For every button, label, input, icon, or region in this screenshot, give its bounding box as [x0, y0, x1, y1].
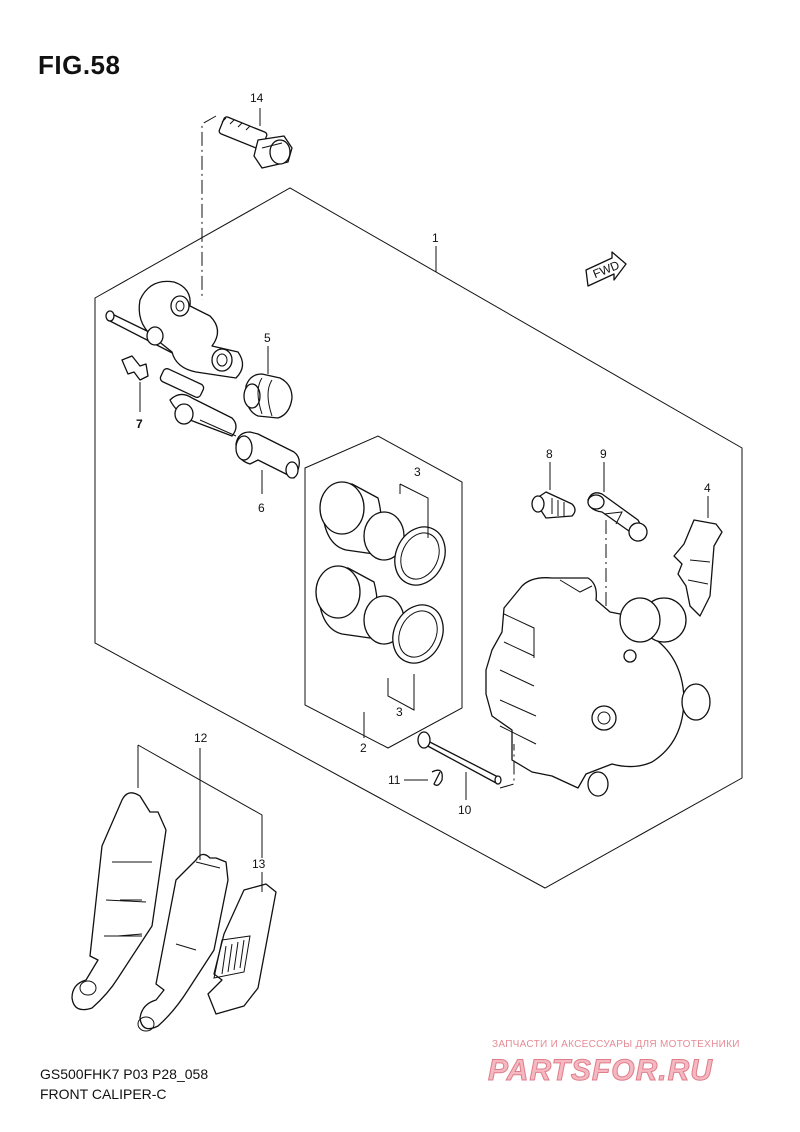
- sleeve-pin-part-6[interactable]: [235, 431, 300, 479]
- bolt-part-14[interactable]: [218, 116, 293, 169]
- callout-3-upper: 3: [414, 465, 421, 479]
- callout-8: 8: [546, 447, 553, 461]
- brake-pad-part-12[interactable]: [71, 792, 167, 1011]
- piston-set-outline-box: [304, 435, 463, 749]
- figure-title: FIG.58: [38, 50, 121, 80]
- callout-4: 4: [704, 481, 711, 495]
- brake-pad-2[interactable]: [137, 853, 229, 1032]
- boot-part-5[interactable]: [243, 373, 293, 419]
- clip-part-11[interactable]: [431, 769, 443, 786]
- callout-3-lower: 3: [396, 705, 403, 719]
- callout-12: 12: [194, 731, 208, 745]
- watermark-logo: PARTSFOR.RU: [488, 1054, 713, 1088]
- callout-7: 7: [136, 417, 143, 431]
- callout-14: 14: [250, 91, 264, 105]
- piston-upper[interactable]: [319, 481, 405, 561]
- callout-1: 1: [432, 231, 439, 245]
- callout-9: 9: [600, 447, 607, 461]
- piston-seal-upper[interactable]: [386, 519, 455, 594]
- pad-spring-part-4[interactable]: [673, 519, 723, 617]
- pad-shim-part-13[interactable]: [207, 883, 277, 1015]
- forward-direction-arrow: FWD: [585, 251, 627, 287]
- clip-part-7[interactable]: [121, 355, 149, 381]
- bleeder-cap-part-9[interactable]: [587, 492, 648, 542]
- callout-6: 6: [258, 501, 265, 515]
- section-name: FRONT CALIPER-C: [40, 1086, 167, 1102]
- callout-5: 5: [264, 331, 271, 345]
- callout-13: 13: [252, 857, 266, 871]
- watermark-caption: ЗАПЧАСТИ И АКСЕССУАРЫ ДЛЯ МОТОТЕХНИКИ: [492, 1039, 740, 1050]
- assembly-outline-box: [94, 187, 743, 889]
- callout-10: 10: [458, 803, 472, 817]
- pad-set-outline: [137, 744, 263, 858]
- bolt-14-leader: [201, 115, 217, 300]
- callout-11: 11: [388, 773, 401, 787]
- caliper-body[interactable]: [485, 577, 711, 797]
- bleeder-valve-part-8[interactable]: [531, 491, 576, 519]
- callout-2: 2: [360, 741, 367, 755]
- caliper-bracket[interactable]: [105, 280, 244, 437]
- pad-pin-part-10[interactable]: [417, 731, 502, 785]
- model-code: GS500FHK7 P03 P28_058: [40, 1066, 209, 1082]
- piston-lower[interactable]: [315, 565, 405, 645]
- piston-seal-lower[interactable]: [384, 597, 453, 672]
